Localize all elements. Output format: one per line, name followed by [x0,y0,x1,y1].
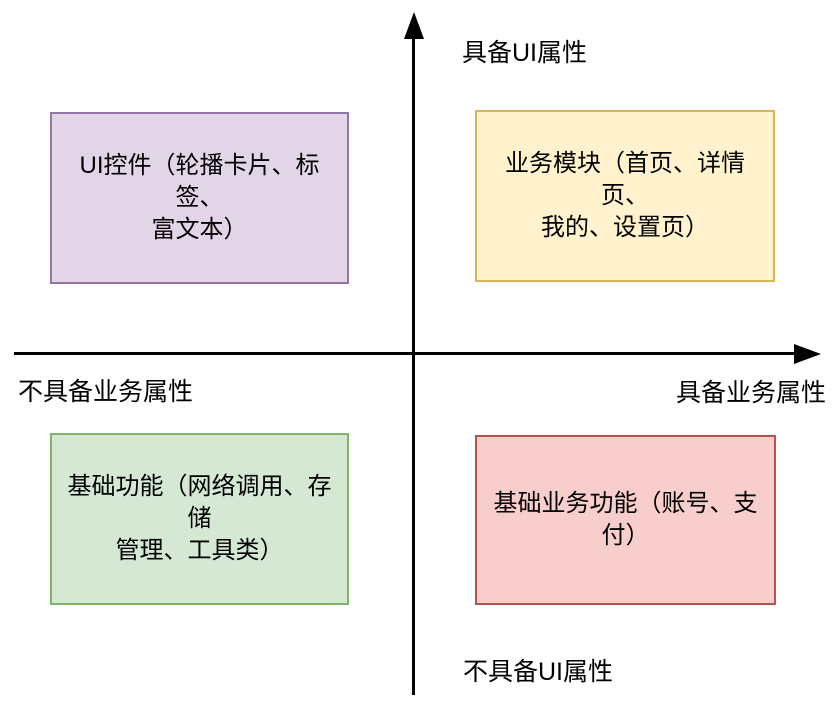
quadrant-box-label-line: 富文本） [151,216,248,243]
vertical-axis-line [412,32,415,695]
quadrant-box-base-functions: 基础功能（网络调用、存储 管理、工具类） [50,433,349,605]
right-arrow-icon [794,344,821,364]
axis-label-bottom: 不具备UI属性 [463,658,614,686]
quadrant-box-label-line: 我的、设置页） [541,214,709,241]
quadrant-box-label-line: 管理、工具类） [115,537,284,564]
up-arrow-icon [404,12,424,39]
quadrant-box-ui-widgets: UI控件（轮播卡片、标签、 富文本） [50,112,349,284]
axis-label-right: 具备业务属性 [675,379,826,407]
quadrant-box-label-line: UI控件（轮播卡片、标签、 [79,152,320,211]
quadrant-box-business-modules: 业务模块（首页、详情页、 我的、设置页） [475,110,775,282]
quadrant-box-base-business-functions: 基础业务功能（账号、支 付） [475,435,776,605]
axis-label-top: 具备UI属性 [462,39,588,67]
quadrant-box-label-line: 基础功能（网络调用、存储 [67,473,332,532]
horizontal-axis-line [14,352,798,355]
axis-label-left: 不具备业务属性 [18,378,194,406]
quadrant-box-label-line: 付） [601,522,650,549]
quadrant-box-label-line: 基础业务功能（账号、支 [493,490,758,517]
quadrant-box-label-line: 业务模块（首页、详情页、 [505,150,745,209]
